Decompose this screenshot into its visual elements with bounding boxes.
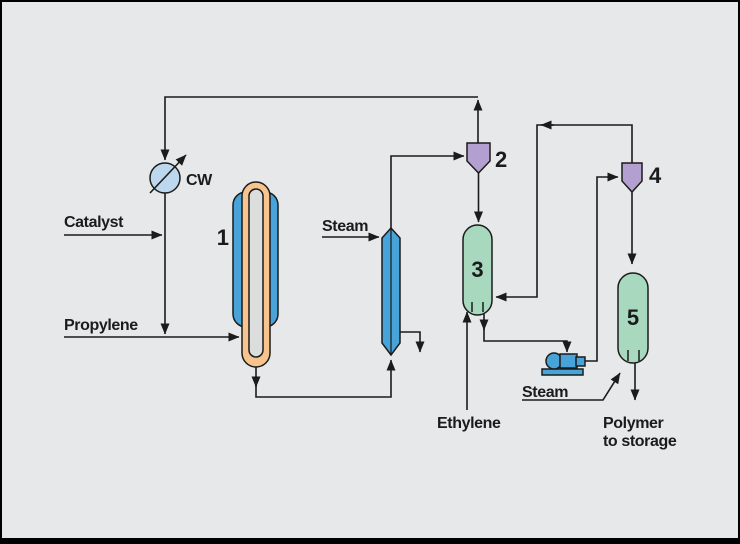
vessel-5-bottom-ticks [627, 350, 640, 361]
label-steam-flash: Steam [322, 218, 368, 235]
reactor-loop-inner [248, 188, 264, 358]
flow-lines [64, 96, 640, 410]
label-propylene: Propylene [64, 317, 138, 334]
line-recycle-to-cooler [160, 96, 478, 161]
line-flash-purge [400, 331, 425, 353]
pump-outlet-flange [575, 356, 586, 367]
equipment-number-4: 4 [649, 163, 662, 188]
cyclone-4 [621, 162, 643, 194]
equipment-number-1: 1 [217, 225, 229, 250]
label-cooling-water: CW [186, 172, 213, 189]
label-catalyst: Catalyst [64, 214, 124, 231]
line-pump-to-cyclone4 [585, 172, 619, 362]
pump-base [541, 368, 584, 376]
line-flash-overhead-to-cyclone2 [390, 151, 465, 228]
equipment-number-5: 5 [627, 305, 639, 330]
pump-body [559, 353, 578, 369]
line-cyclone4-recycle-to-vessel3 [495, 124, 633, 302]
vessel-5 [617, 272, 649, 364]
line-steam-to-vessel5 [522, 372, 621, 401]
equipment-number-3: 3 [471, 257, 483, 282]
diagram-background [2, 2, 738, 538]
equipment-number-2: 2 [495, 147, 507, 172]
vessel-3 [462, 224, 493, 316]
label-polymer-line1: Polymer [603, 415, 664, 432]
cooler-diagonal-arrow [149, 154, 187, 194]
label-steam-vessel5: Steam [522, 384, 568, 401]
vessel-3-bottom-ticks [471, 302, 484, 312]
flash-column [381, 226, 401, 357]
label-polymer-line2: to storage [603, 433, 677, 450]
cyclone-2 [466, 142, 491, 175]
label-ethylene: Ethylene [437, 415, 501, 432]
loop-reactor [232, 181, 279, 368]
pump [541, 352, 586, 376]
